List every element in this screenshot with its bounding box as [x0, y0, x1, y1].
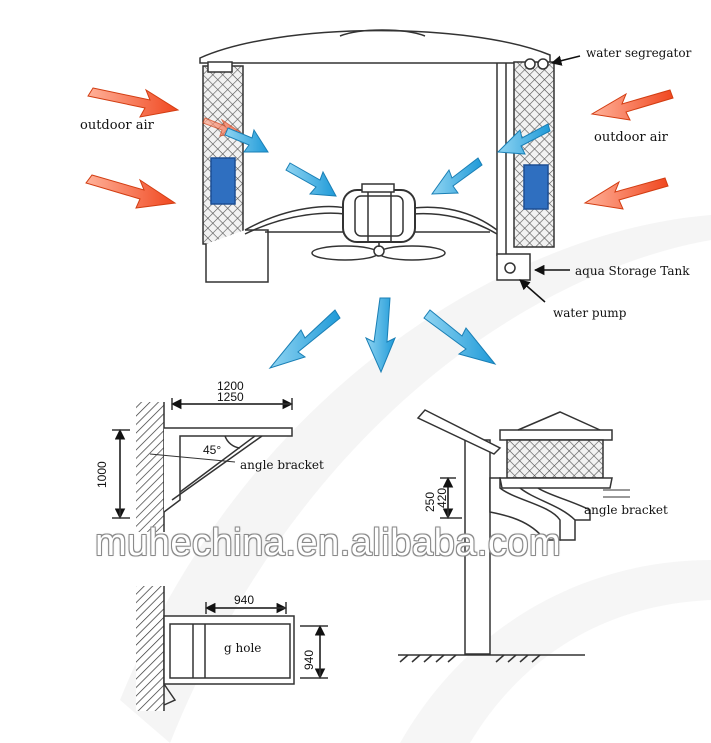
- dim-1250: 1250: [217, 390, 244, 404]
- hot-air-arrow-icon: [583, 177, 669, 210]
- background-swoosh: [120, 215, 711, 743]
- cool-air-arrow-icon: [423, 309, 497, 365]
- cool-air-arrow-icon: [285, 162, 337, 197]
- dimension-labels: 1200 1250 1000 45° 940 940 250 420: [95, 379, 449, 670]
- g-hole-frame: [163, 615, 295, 685]
- cool-air-arrow-icon: [496, 123, 551, 155]
- cool-air-arrow-icon: [224, 127, 269, 153]
- label-angle-bracket-right: angle bracket: [584, 503, 668, 517]
- label-g-hole: g hole: [224, 641, 262, 655]
- dim-940-height: 940: [302, 650, 316, 670]
- dim-250: 250: [423, 492, 437, 512]
- fan-blade-right: [378, 245, 446, 261]
- cooler-roof-cap: [499, 429, 613, 441]
- left-pad-window: [210, 157, 236, 205]
- dim-1200: 1200: [217, 379, 244, 393]
- dim-45deg: 45°: [203, 443, 221, 457]
- label-outdoor-air-left: outdoor air: [80, 118, 154, 133]
- right-cooling-pad: [513, 61, 555, 248]
- cool-air-arrow-icon: [364, 297, 396, 374]
- cool-air-arrow-icon: [431, 157, 483, 195]
- wall-hatch: [136, 586, 164, 711]
- hot-air-arrow-icon: [590, 89, 674, 121]
- fan-blade-left: [311, 245, 379, 261]
- cool-air-arrows: [224, 123, 551, 374]
- right-pad-window: [523, 164, 549, 210]
- label-angle-bracket-left: angle bracket: [240, 458, 324, 472]
- g-hole-drawing: [136, 586, 328, 711]
- water-tank: [496, 253, 531, 281]
- cooler-roof: [199, 29, 551, 64]
- label-leaders: [519, 55, 581, 303]
- cool-air-arrow-icon: [268, 309, 341, 369]
- hot-air-arrow-icon: [87, 87, 180, 118]
- label-outdoor-air-right: outdoor air: [594, 130, 668, 145]
- angle-bracket: [163, 427, 293, 513]
- evaporative-cooler: [199, 29, 555, 283]
- hot-air-arrow-icon: [85, 174, 177, 209]
- watermark-text: muhechina.en.alibaba.com: [95, 522, 562, 564]
- air-duct: [489, 477, 561, 541]
- left-bracket-drawing: [112, 398, 294, 532]
- dim-940-width: 940: [234, 593, 254, 607]
- side-cooling-pad: [506, 439, 604, 479]
- dim-1000: 1000: [95, 461, 109, 488]
- label-water-pump: water pump: [553, 306, 627, 320]
- side-mount-drawing: [398, 409, 630, 663]
- support-pillar: [464, 439, 491, 655]
- left-cooling-pad: [202, 65, 244, 245]
- label-water-segregator: water segregator: [586, 46, 692, 60]
- label-aqua-storage-tank: aqua Storage Tank: [575, 264, 690, 278]
- dim-420: 420: [435, 488, 449, 508]
- wall-hatch: [136, 402, 164, 532]
